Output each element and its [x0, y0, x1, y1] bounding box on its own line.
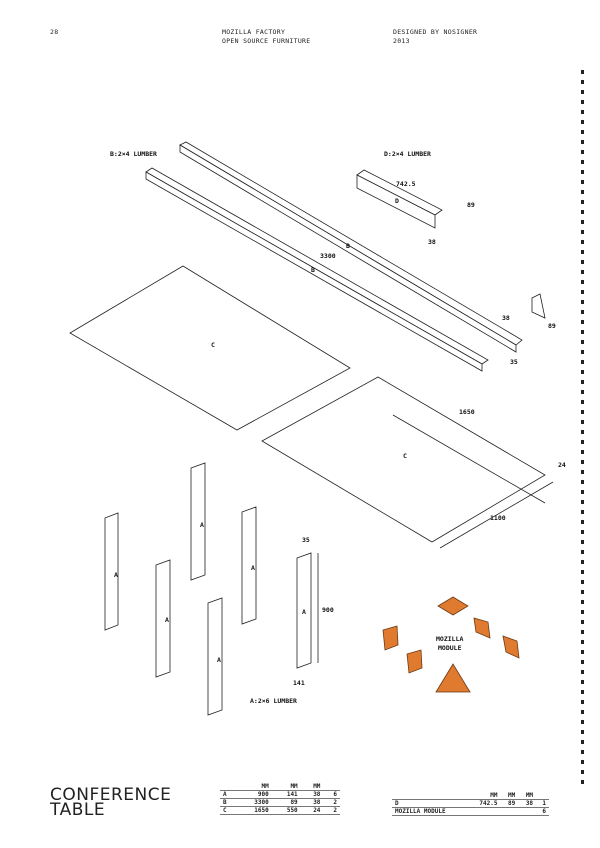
- table-cell: MM: [500, 792, 519, 800]
- table-cell: MM: [236, 783, 272, 791]
- dim-141: 141: [293, 679, 305, 687]
- leg-a: [155, 559, 171, 678]
- dim-1650: 1650: [459, 408, 475, 416]
- panel-c-2: [261, 376, 546, 543]
- lumber-b-2-side: [145, 171, 483, 372]
- dim-38: 38: [502, 314, 510, 322]
- leg-a: [190, 462, 206, 581]
- table-cell: D: [392, 799, 469, 808]
- leg-a: [207, 597, 223, 716]
- year: 2013: [393, 37, 410, 45]
- mozilla-modules: [382, 596, 520, 693]
- table-cell: MOZILLA MODULE: [392, 807, 469, 816]
- edge-marks: [581, 70, 584, 790]
- label-b-lumber: B:2×4 LUMBER: [110, 150, 157, 158]
- part-b: B: [311, 266, 315, 274]
- dim-89: 89: [548, 322, 556, 330]
- table-cell: 89: [271, 798, 301, 807]
- table-cell: 2: [323, 806, 340, 815]
- dim-1100: 1100: [490, 514, 506, 522]
- label-a-lumber: A:2×6 LUMBER: [250, 697, 297, 705]
- part-d: D: [395, 197, 399, 205]
- table-row: MOZILLA MODULE 6: [392, 807, 549, 816]
- table-cell: C: [220, 806, 237, 815]
- part-a: A: [200, 521, 204, 529]
- page-number: 28: [50, 28, 59, 36]
- table-cell: 2: [323, 798, 340, 807]
- leg-a: [241, 506, 257, 625]
- lumber-b-1-side: [179, 144, 517, 353]
- table-cell: 38: [300, 798, 324, 807]
- table-cell: 89: [500, 799, 519, 808]
- part-c: C: [403, 452, 407, 460]
- table-cell: 742.5: [468, 799, 501, 808]
- part-b: B: [346, 242, 350, 250]
- part-a: A: [114, 571, 118, 579]
- dim-89: 89: [467, 201, 475, 209]
- panel-c-1: [69, 265, 351, 431]
- table-cell: 900: [236, 790, 272, 799]
- part-a: A: [302, 608, 306, 616]
- dim-742-5: 742.5: [396, 180, 416, 188]
- part-a: A: [165, 616, 169, 624]
- table-cell: MM: [518, 792, 537, 800]
- part-c: C: [211, 341, 215, 349]
- table-cell: A: [220, 790, 237, 799]
- table-cell: 3300: [236, 798, 272, 807]
- table-cell: B: [220, 798, 237, 807]
- dim-38: 38: [428, 238, 436, 246]
- table-cell: MM: [271, 783, 301, 791]
- leg-a-dim: [296, 552, 312, 669]
- title-line-1: CONFERENCE: [50, 785, 172, 805]
- table-cell: 1: [536, 799, 549, 808]
- table-cell: 6: [323, 790, 340, 799]
- title-line-2: TABLE: [50, 800, 106, 820]
- dim-line-1100: [439, 481, 554, 549]
- table-cell: MM: [468, 792, 501, 800]
- table-cell: 1650: [236, 806, 272, 815]
- dim-24: 24: [558, 461, 566, 469]
- table-cell: 550: [271, 806, 301, 815]
- brand: MOZILLA FACTORY: [222, 28, 286, 36]
- table-cell: 24: [300, 806, 324, 815]
- module-label: MOZILLA: [436, 635, 463, 643]
- dim-35: 35: [510, 358, 518, 366]
- part-a: A: [251, 564, 255, 572]
- subtitle: OPEN SOURCE FURNITURE: [222, 37, 311, 45]
- dim-900: 900: [322, 606, 334, 614]
- table-cell: 6: [536, 807, 549, 816]
- table-cell: MM: [300, 783, 324, 791]
- dim-35: 35: [302, 536, 310, 544]
- module-label: MODULE: [438, 644, 462, 652]
- designer: DESIGNED BY NOSIGNER: [393, 28, 478, 36]
- part-a: A: [217, 656, 221, 664]
- label-d-lumber: D:2×4 LUMBER: [384, 150, 431, 158]
- table-cell: 141: [271, 790, 301, 799]
- dim-3300: 3300: [320, 252, 336, 260]
- table-cell: 38: [300, 790, 324, 799]
- lumber-d-cut: [531, 293, 546, 319]
- lumber-d-side: [356, 174, 436, 229]
- dim-line-1650: [392, 414, 546, 504]
- leg-a: [104, 512, 119, 631]
- table-cell: 38: [518, 799, 537, 808]
